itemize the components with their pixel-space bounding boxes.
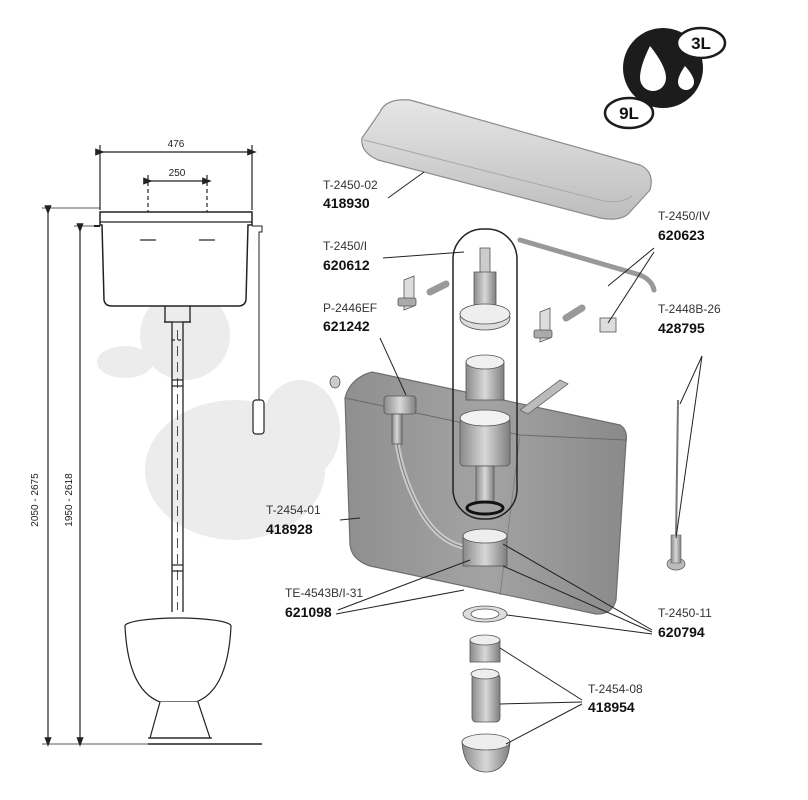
part-number-seal-set: 620794 xyxy=(658,624,705,640)
part-code-fill-valve: P-2446EF xyxy=(323,301,377,315)
part-code-flush-pipe-set: T-2454-08 xyxy=(588,682,643,696)
leader-lines xyxy=(335,171,703,745)
large-drop-icon xyxy=(640,46,666,91)
part-number-push-rod: 428795 xyxy=(658,320,705,336)
part-code-tank: T-2454-01 xyxy=(266,503,321,517)
part-code-seal-set: T-2450-11 xyxy=(658,606,712,620)
part-code-lid: T-2450-02 xyxy=(323,178,378,192)
flush-valve-assembly xyxy=(459,247,511,516)
part-code-hose: TE-4543B/I-31 xyxy=(285,586,363,600)
side-hardware xyxy=(329,237,657,389)
part-number-hose: 621098 xyxy=(285,604,332,620)
part-code-bracket: T-2450/IV xyxy=(658,209,710,223)
part-code-push-rod: T-2448B-26 xyxy=(658,302,721,316)
part-number-tank: 418928 xyxy=(266,521,313,537)
cistern-lid xyxy=(361,99,652,220)
dim-height-inner: 1950 - 2618 xyxy=(64,473,75,527)
part-number-flush-pipe-set: 418954 xyxy=(588,699,635,715)
push-rod xyxy=(666,399,686,571)
part-number-fill-valve: 621242 xyxy=(323,318,370,334)
dim-width-top: 476 xyxy=(168,139,185,150)
lower-fittings xyxy=(461,528,511,773)
part-number-bracket: 620623 xyxy=(658,227,705,243)
dim-height-outer: 2050 - 2675 xyxy=(30,473,41,527)
duck-watermark-logo xyxy=(97,290,340,540)
part-number-lid: 418930 xyxy=(323,195,370,211)
dim-width-inner: 250 xyxy=(169,168,186,179)
dimension-drawing xyxy=(42,145,265,747)
small-drop-icon xyxy=(678,66,694,90)
part-code-clamp: T-2450/I xyxy=(323,239,367,253)
dual-flush-badge xyxy=(603,26,727,130)
part-number-clamp: 620612 xyxy=(323,257,370,273)
large-flush-volume: 9L xyxy=(619,104,639,123)
small-flush-volume: 3L xyxy=(691,34,711,53)
flush-valve-frame xyxy=(452,228,518,520)
